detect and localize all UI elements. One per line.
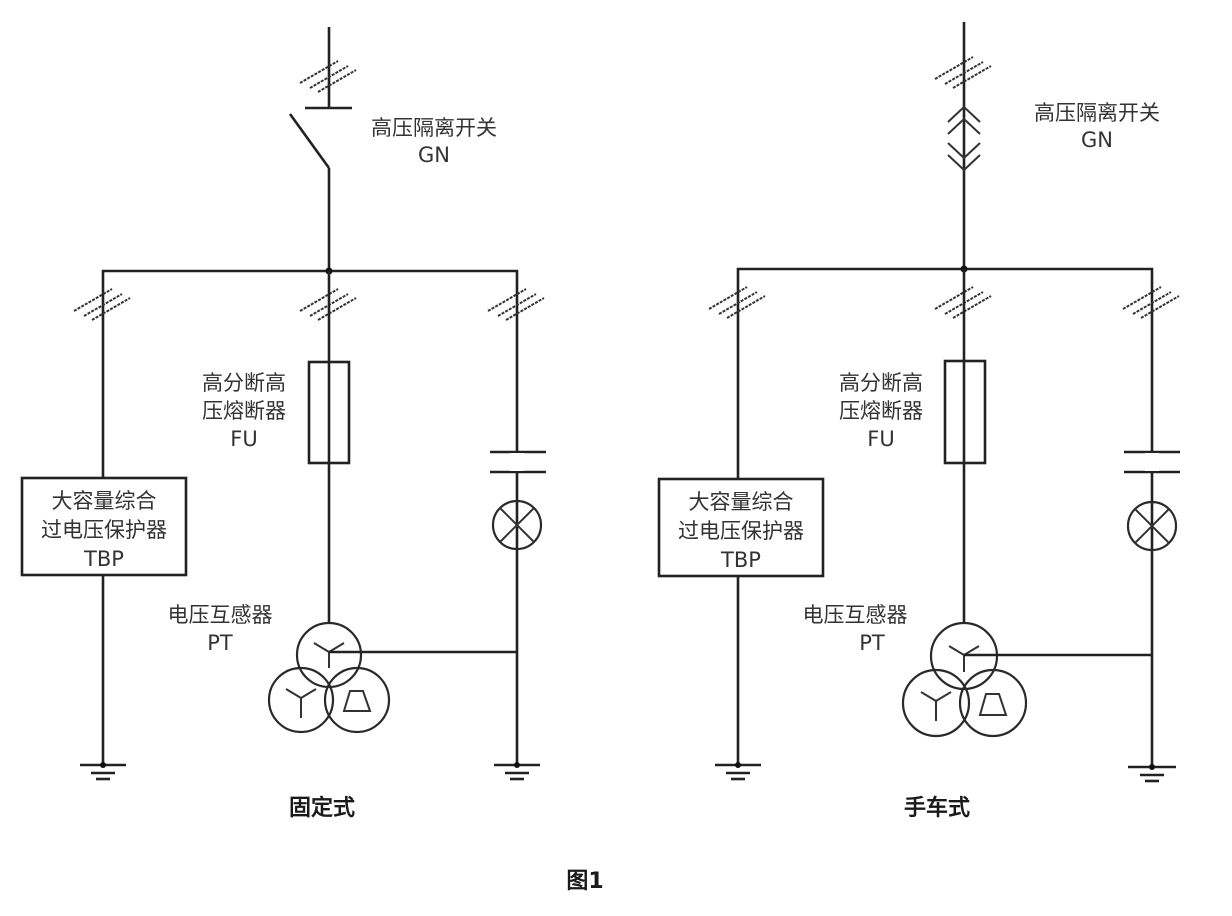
ground-icon <box>1128 764 1176 783</box>
wye-winding-icon <box>285 688 317 718</box>
switch-label: 高压隔离开关 <box>371 116 497 140</box>
fuse-label-line2: 压熔断器 <box>839 399 923 423</box>
fuse-icon <box>307 360 351 465</box>
subtitle-withdrawable: 手车式 <box>904 795 970 821</box>
withdrawable-contact-icon <box>947 105 981 172</box>
three-phase-hash-icon <box>487 288 545 321</box>
voltage-transformer-icon <box>901 621 1028 738</box>
switch-code: GN <box>418 143 450 167</box>
pt-label: 电压互感器 <box>803 603 908 627</box>
wye-winding-icon <box>920 691 952 721</box>
three-phase-hash-icon <box>1122 286 1180 319</box>
fuse-label-line2: 压熔断器 <box>202 399 286 423</box>
ground-icon <box>80 762 126 781</box>
tbp-label-line2: 过电压保护器 <box>41 518 167 542</box>
figure-caption: 图1 <box>566 869 603 894</box>
voltage-transformer-icon <box>267 621 391 734</box>
indicator-lamp-icon <box>491 499 543 551</box>
switch-label: 高压隔离开关 <box>1034 101 1160 125</box>
fuse-code: FU <box>230 427 257 451</box>
tbp-code: TBP <box>720 548 761 572</box>
pt-code: PT <box>207 631 233 655</box>
subtitle-fixed: 固定式 <box>289 795 355 821</box>
pt-label: 电压互感器 <box>168 603 273 627</box>
delta-winding-icon <box>342 690 372 712</box>
tbp-code: TBP <box>83 547 124 571</box>
three-phase-hash-icon <box>708 286 766 319</box>
switch-code: GN <box>1081 128 1113 152</box>
fuse-icon <box>943 359 987 465</box>
tbp-label-line1: 大容量综合 <box>52 489 157 513</box>
fuse-code: FU <box>867 427 894 451</box>
three-phase-hash-icon <box>299 60 357 93</box>
indicator-lamp-icon <box>1126 500 1178 552</box>
three-phase-hash-icon <box>73 288 131 321</box>
fuse-label-line1: 高分断高 <box>839 371 923 395</box>
diagram-fixed: 高压隔离开关 GN 大容量综合 过电压保护器 TBP 高 <box>20 27 546 821</box>
tbp-label-line1: 大容量综合 <box>689 490 794 514</box>
pt-code: PT <box>859 631 885 655</box>
delta-winding-icon <box>978 693 1008 716</box>
capacitor-icon <box>490 450 546 474</box>
ground-icon <box>715 762 761 781</box>
disconnector-switch-icon <box>288 106 352 271</box>
wye-winding-icon <box>948 645 980 672</box>
ground-icon <box>494 762 540 781</box>
tbp-protector-box <box>20 476 188 577</box>
diagram-withdrawable: 高压隔离开关 GN 大容量综合 过电压保护器 TBP 高分断高 压熔断器 FU <box>657 22 1180 821</box>
capacitor-icon <box>1124 450 1180 474</box>
tbp-protector-box <box>657 477 825 578</box>
three-phase-hash-icon <box>934 56 992 89</box>
tbp-label-line2: 过电压保护器 <box>678 519 804 543</box>
fuse-label-line1: 高分断高 <box>202 371 286 395</box>
wye-winding-icon <box>313 642 345 668</box>
